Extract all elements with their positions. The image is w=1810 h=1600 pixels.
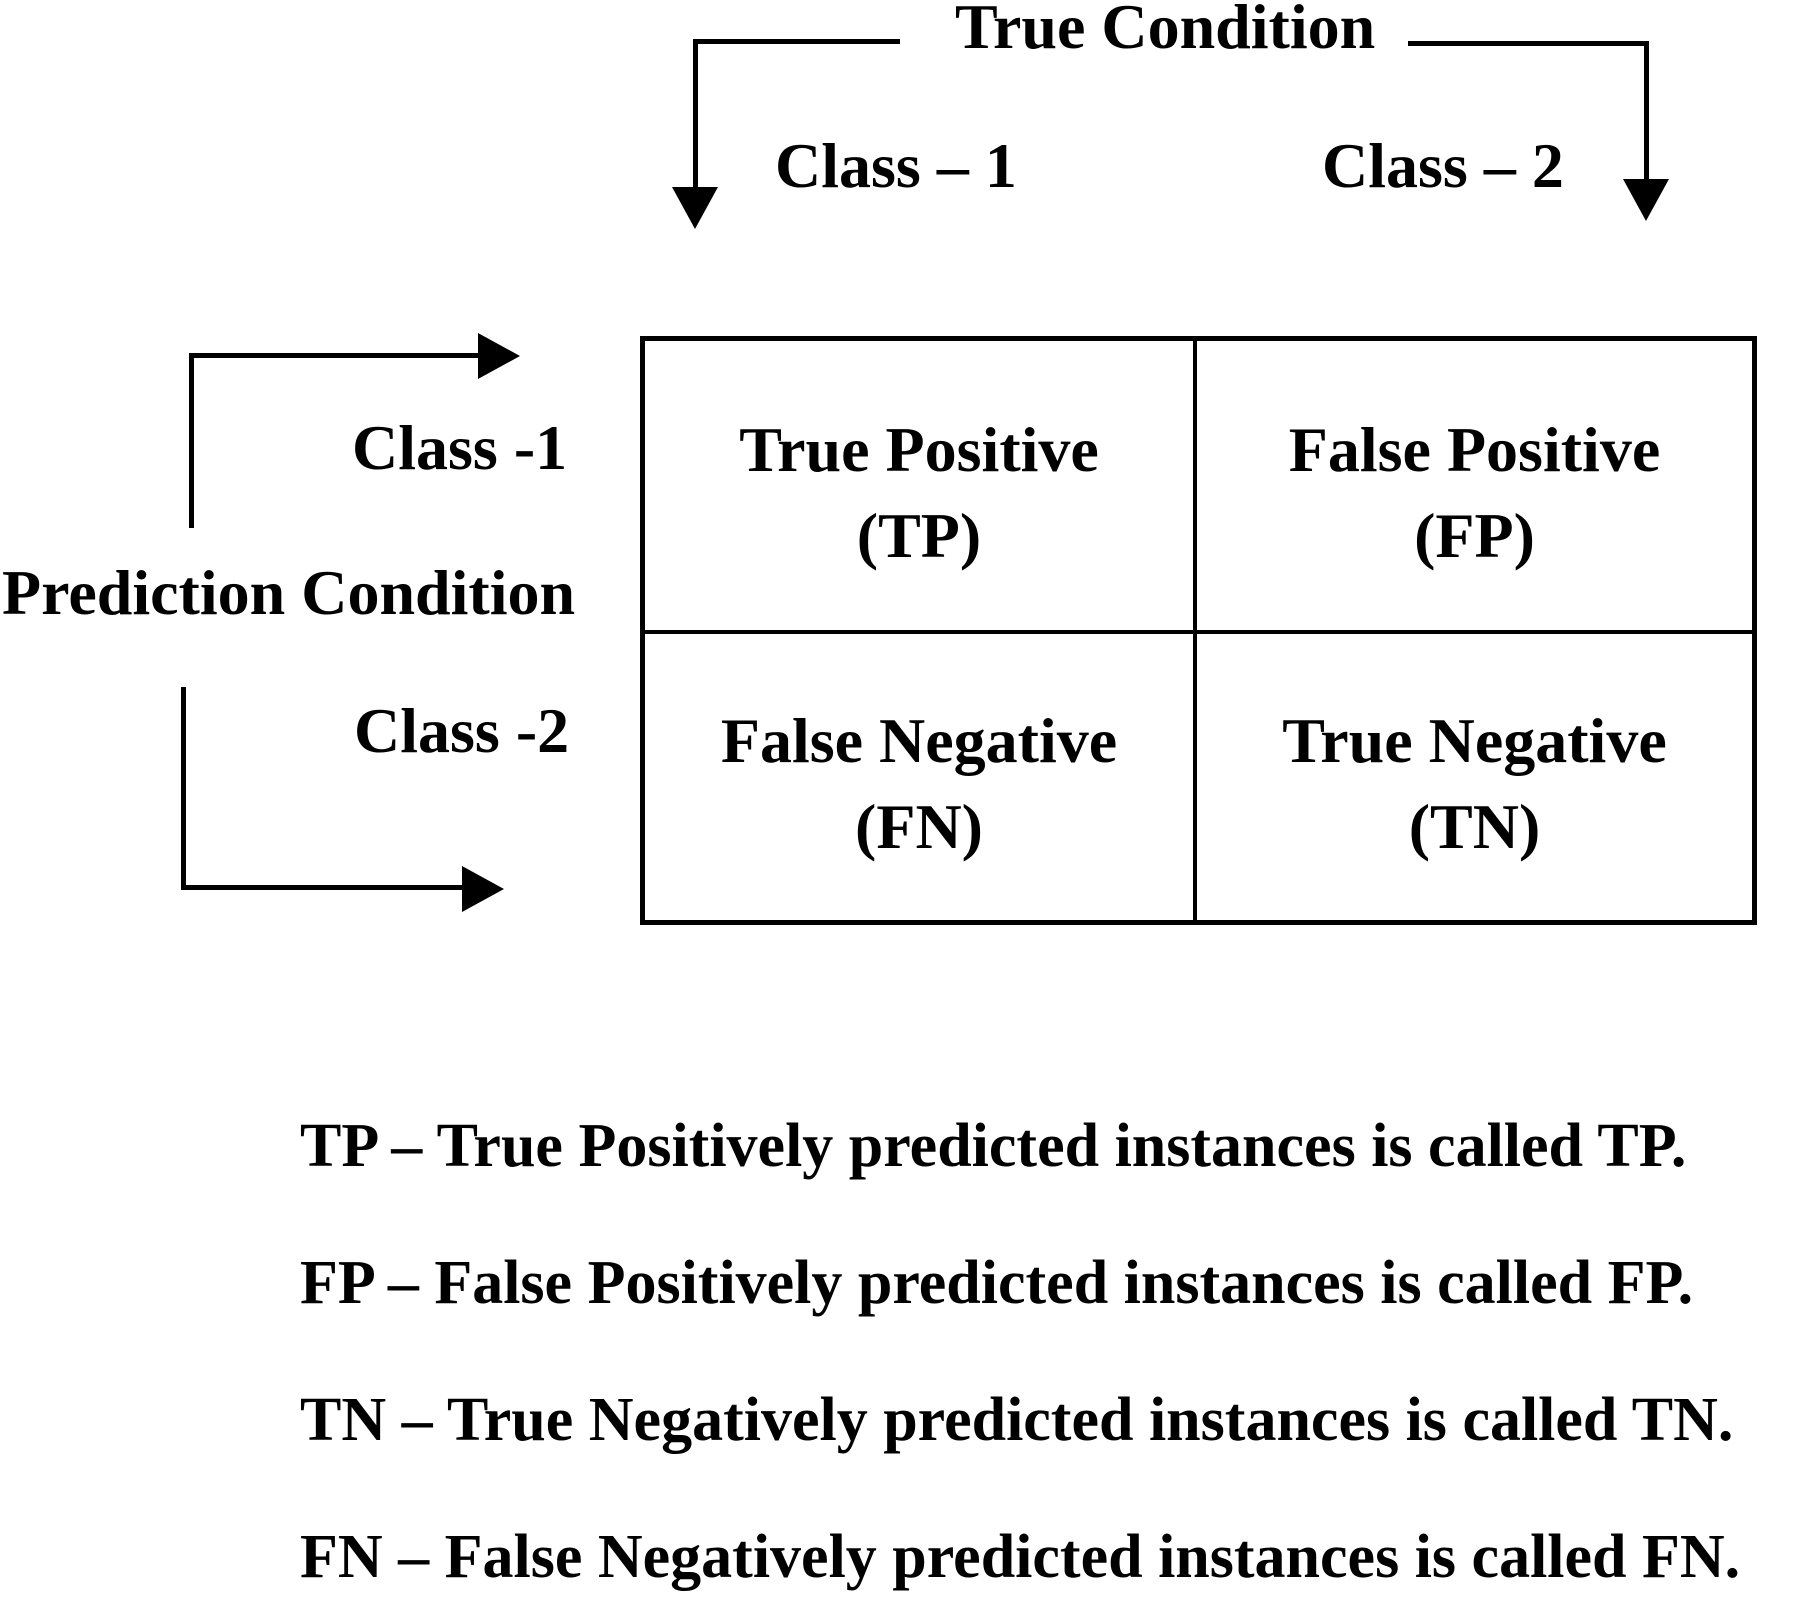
cell-false-negative: False Negative (FN) xyxy=(645,634,1197,920)
right-arrowhead-icon xyxy=(462,866,504,912)
column-label-class-1: Class – 1 xyxy=(775,130,1017,201)
arrow-line xyxy=(1408,41,1648,46)
cell-true-negative: True Negative (TN) xyxy=(1197,634,1752,920)
cell-title: True Positive xyxy=(739,413,1099,485)
column-label-class-2: Class – 2 xyxy=(1322,130,1564,201)
down-arrowhead-icon xyxy=(1623,179,1669,221)
prediction-condition-label: Prediction Condition xyxy=(2,557,576,628)
cell-abbr: (FN) xyxy=(855,791,983,862)
down-arrowhead-icon xyxy=(672,187,718,229)
cell-abbr: (FP) xyxy=(1414,499,1535,571)
cell-true-positive: True Positive (TP) xyxy=(645,341,1197,634)
arrow-line xyxy=(189,353,478,358)
right-arrowhead-icon xyxy=(478,333,520,379)
definition-tn: TN – True Negatively predicted instances… xyxy=(300,1386,1734,1454)
arrow-line xyxy=(189,353,194,528)
confusion-matrix-table: True Positive (TP) False Positive (FP) F… xyxy=(640,336,1757,925)
arrow-line xyxy=(693,39,698,189)
row-label-class-1: Class -1 xyxy=(352,412,568,483)
cell-title: False Positive xyxy=(1288,413,1661,485)
definition-fp: FP – False Positively predicted instance… xyxy=(300,1249,1694,1317)
true-condition-label: True Condition xyxy=(955,0,1376,62)
arrow-line xyxy=(695,39,900,44)
cell-abbr: (TN) xyxy=(1408,791,1541,862)
cell-title: False Negative xyxy=(720,705,1118,776)
definition-tp: TP – True Positively predicted instances… xyxy=(300,1112,1687,1180)
cell-abbr: (TP) xyxy=(856,499,982,571)
definition-fn: FN – False Negatively predicted instance… xyxy=(300,1523,1741,1591)
row-label-class-2: Class -2 xyxy=(354,695,570,766)
cell-title: True Negative xyxy=(1282,705,1667,776)
arrow-line xyxy=(181,687,186,890)
arrow-line xyxy=(1644,41,1649,181)
cell-false-positive: False Positive (FP) xyxy=(1197,341,1752,634)
arrow-line xyxy=(181,885,462,890)
